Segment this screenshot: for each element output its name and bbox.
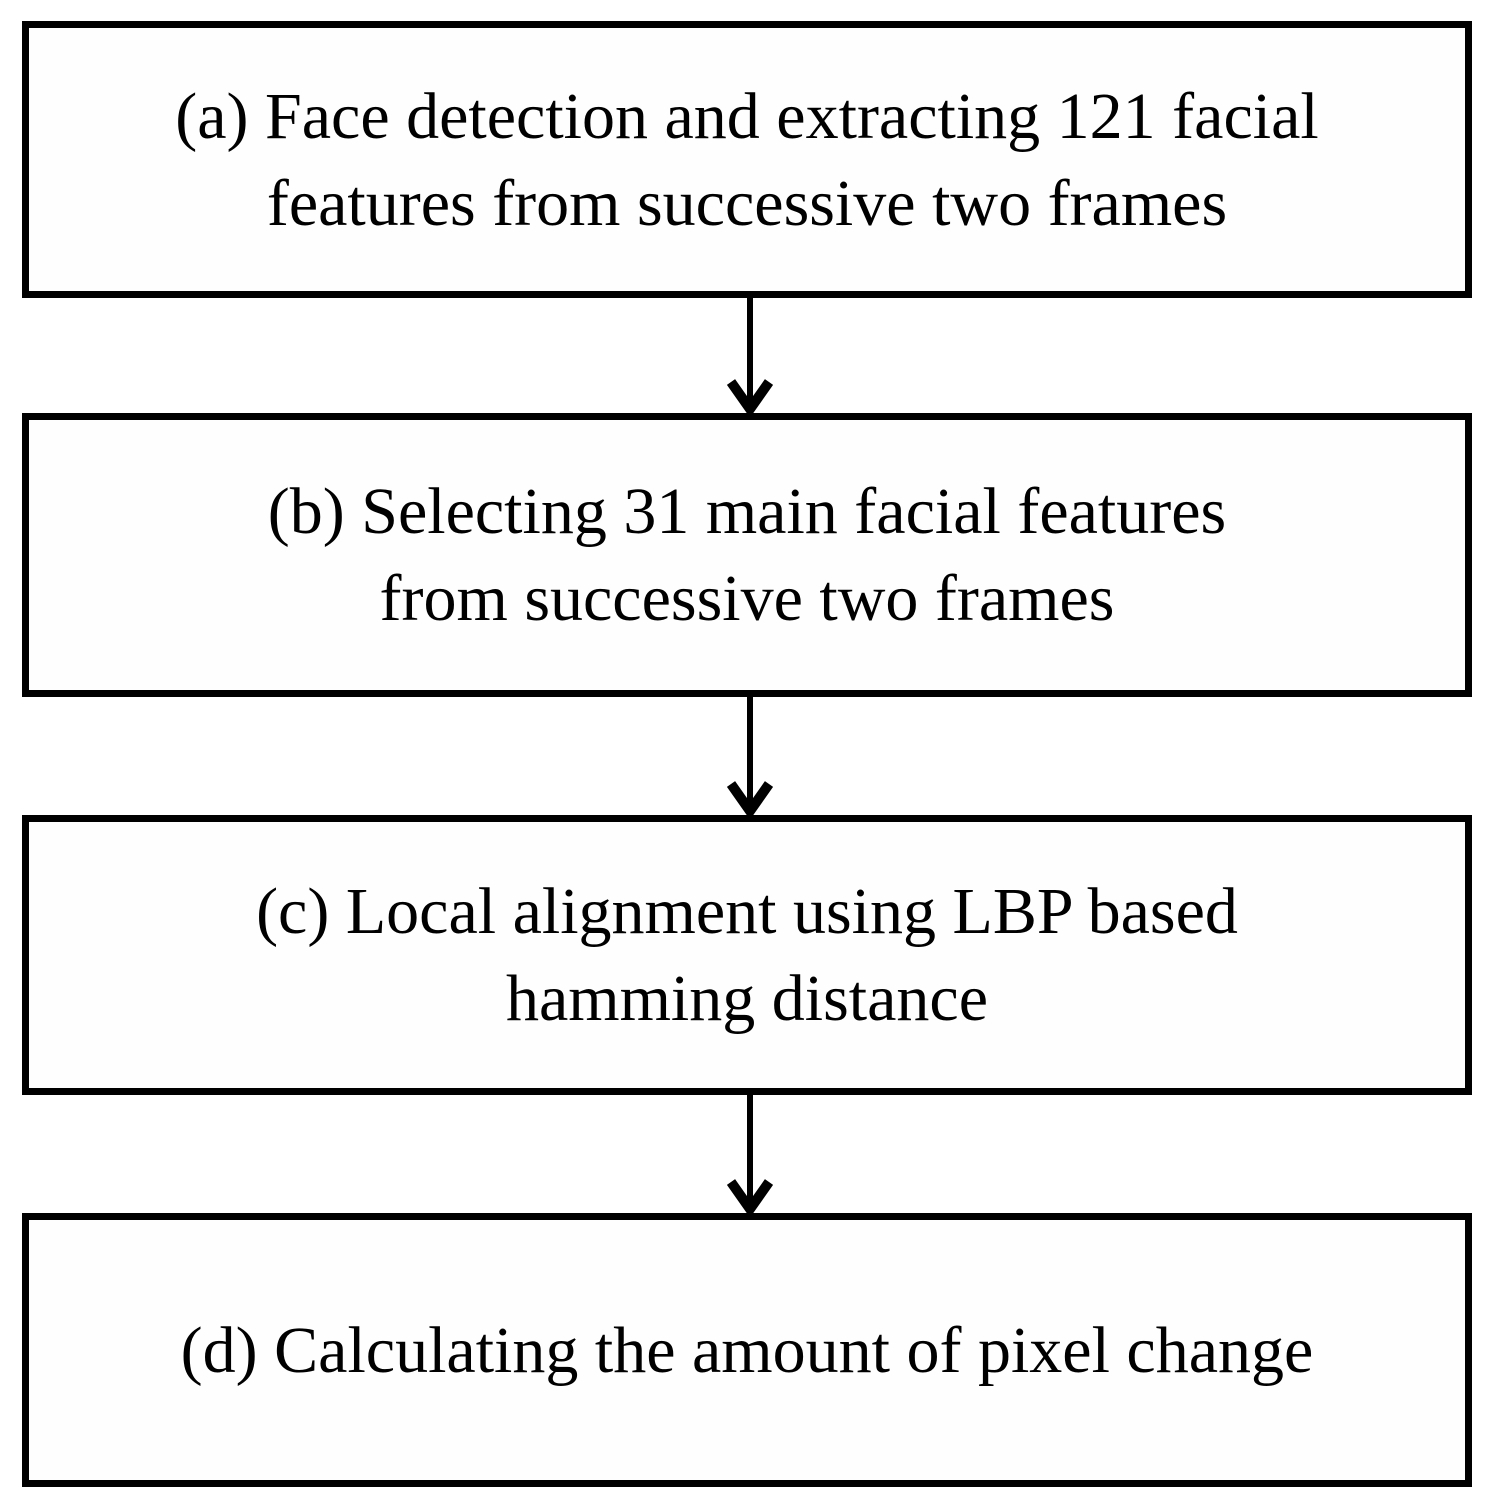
down-arrow-c-to-d-icon [726, 1094, 774, 1214]
flow-box-step-c-line-2: hamming distance [505, 962, 989, 1035]
flow-box-step-b: (b) Selecting 31 main facial features fr… [22, 413, 1472, 697]
flow-box-step-d: (d) Calculating the amount of pixel chan… [22, 1213, 1472, 1487]
flow-box-step-a-line-2: features from successive two frames [266, 166, 1228, 240]
flow-box-step-a: (a) Face detection and extracting 121 fa… [22, 21, 1472, 298]
down-arrow-a-to-b-icon [726, 297, 774, 414]
flow-box-step-a-line-1: (a) Face detection and extracting 121 fa… [175, 79, 1319, 153]
flow-box-step-c-line-1: (c) Local alignment using LBP based [256, 875, 1238, 948]
flow-box-step-d-line-1: (d) Calculating the amount of pixel chan… [180, 1313, 1314, 1387]
flow-box-step-c: (c) Local alignment using LBP based hamm… [22, 815, 1472, 1095]
flow-box-step-b-line-2: from successive two frames [379, 562, 1115, 635]
flow-box-step-b-line-1: (b) Selecting 31 main facial features [267, 475, 1227, 548]
down-arrow-b-to-c-icon [726, 696, 774, 816]
